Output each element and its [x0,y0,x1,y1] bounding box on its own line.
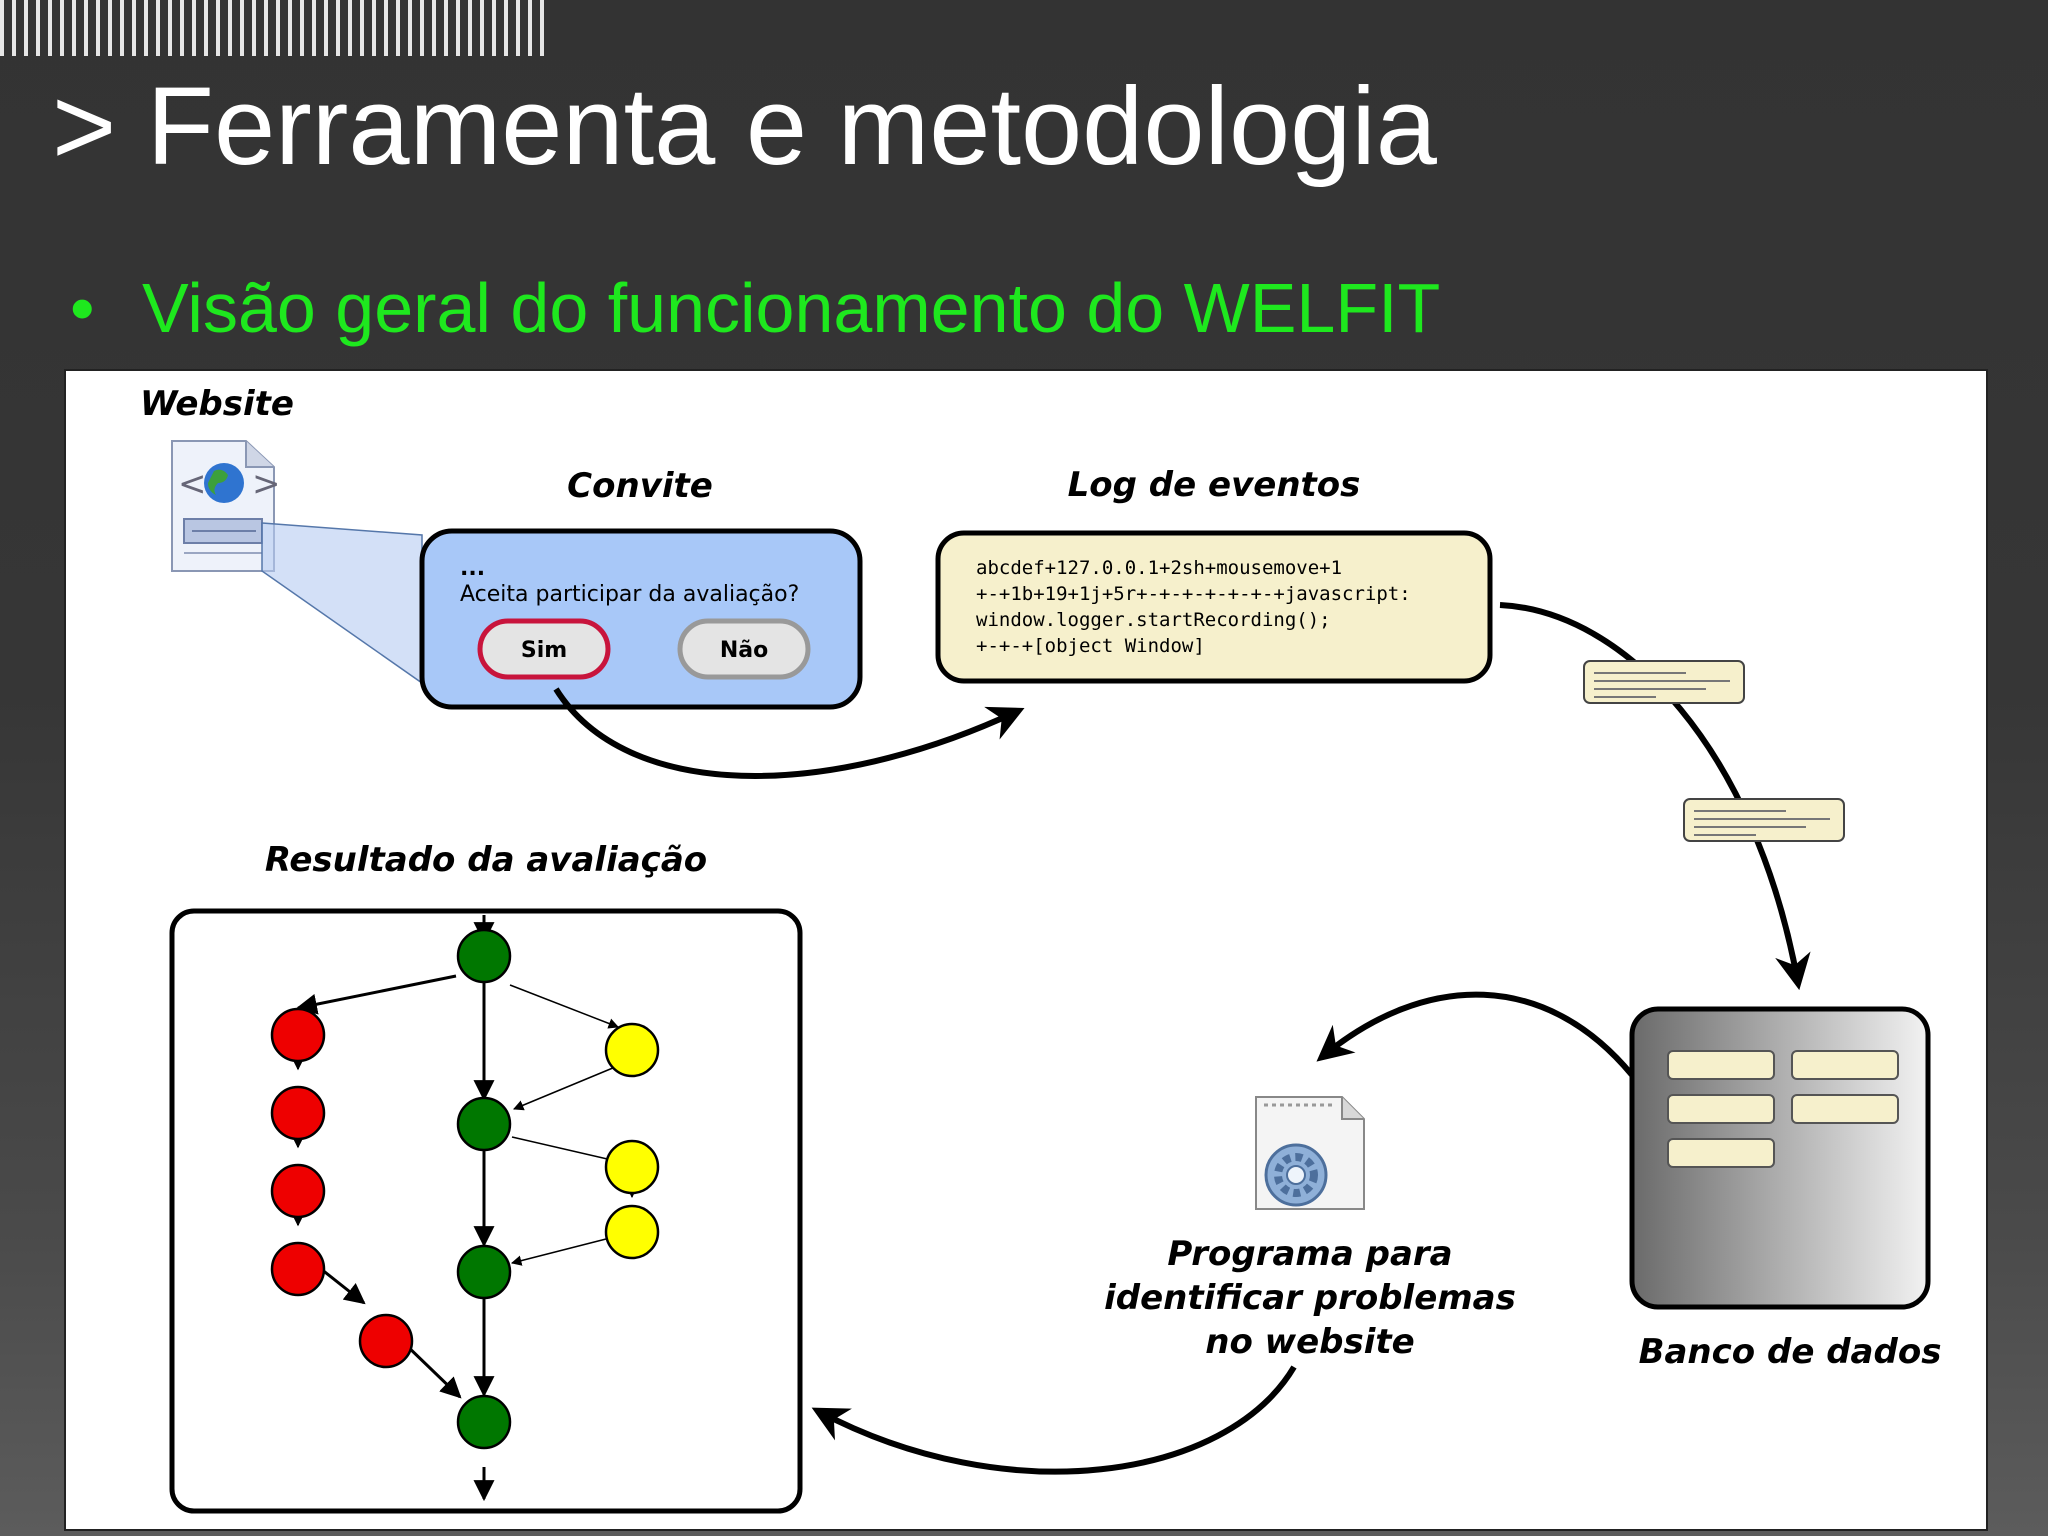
slide-title: > Ferramenta e metodologia [52,65,1437,188]
invite-no-button[interactable] [677,618,811,680]
log-card-icon [1583,660,1745,704]
invite-question: Aceita participar da avaliação? [460,582,799,607]
zoom-projection [261,522,423,685]
program-label-line: identificar problemas [1104,1278,1516,1318]
invite-label: Convite [567,466,713,506]
flow-arrow-program-to-result [811,1365,1297,1475]
yellow-node [604,1022,660,1078]
result-graph-nodes [270,928,660,1450]
green-node [456,1096,512,1152]
website-section: Website < > [140,384,423,685]
bullet-dot-icon: • [70,269,95,347]
flow-arrow-log-to-database [1499,602,1811,991]
database-icon [1629,1006,1931,1310]
yellow-node [604,1139,660,1195]
event-log-label: Log de eventos [1068,465,1361,505]
red-node [270,1007,326,1063]
diagram-canvas: Website < > Convite ... Aceita participa… [140,384,1942,1514]
bullet-text: Visão geral do funcionamento do WELFIT [142,269,1441,347]
log-card-icon [1683,798,1845,842]
invite-yes-button[interactable] [477,618,611,680]
program-section: Programa para identificar problemas no w… [1104,1096,1516,1362]
flow-arrow-database-to-program [1316,991,1635,1077]
green-node [456,1394,512,1450]
svg-text:>: > [252,464,281,504]
invite-section: Convite ... Aceita participar da avaliaç… [419,466,863,710]
svg-text:<: < [178,464,207,504]
program-label-line: no website [1205,1322,1414,1362]
red-node [270,1085,326,1141]
bullet-item: • Visão geral do funcionamento do WELFIT [70,266,1440,350]
invite-ellipsis: ... [460,556,485,581]
title-decoration-bars [0,0,552,56]
event-log-line: abcdef+127.0.0.1+2sh+mousemove+1 [976,557,1342,579]
program-label-line: Programa para [1167,1234,1452,1274]
event-log-line: window.logger.startRecording(); [976,609,1331,631]
program-gear-icon [1255,1096,1365,1210]
result-label: Resultado da avaliação [265,840,707,880]
event-log-box [935,530,1493,684]
invite-yes-label: Sim [521,638,567,663]
result-section: Resultado da avaliação [169,840,803,1514]
event-log-line: +-+-+[object Window] [976,635,1205,657]
red-node [270,1163,326,1219]
yellow-node [604,1204,660,1260]
event-log-section: Log de eventos abcdef+127.0.0.1+2sh+mous… [935,465,1493,684]
database-records [1667,1050,1899,1168]
website-label: Website [140,384,294,424]
database-section: Banco de dados [1629,1006,1942,1372]
flow-arrow-invite-to-log [553,687,1025,779]
event-log-line: +-+1b+19+1j+5r+-+-+-+-+-+-+javascript: [976,583,1411,605]
red-node [270,1241,326,1297]
green-node [456,928,512,984]
website-page-icon: < > [171,440,281,572]
invite-no-label: Não [720,638,768,663]
red-node [358,1313,414,1369]
welfit-overview-diagram: Website < > Convite ... Aceita participa… [64,369,1988,1531]
database-label: Banco de dados [1639,1332,1942,1372]
green-node [456,1244,512,1300]
invite-dialog [419,528,863,710]
